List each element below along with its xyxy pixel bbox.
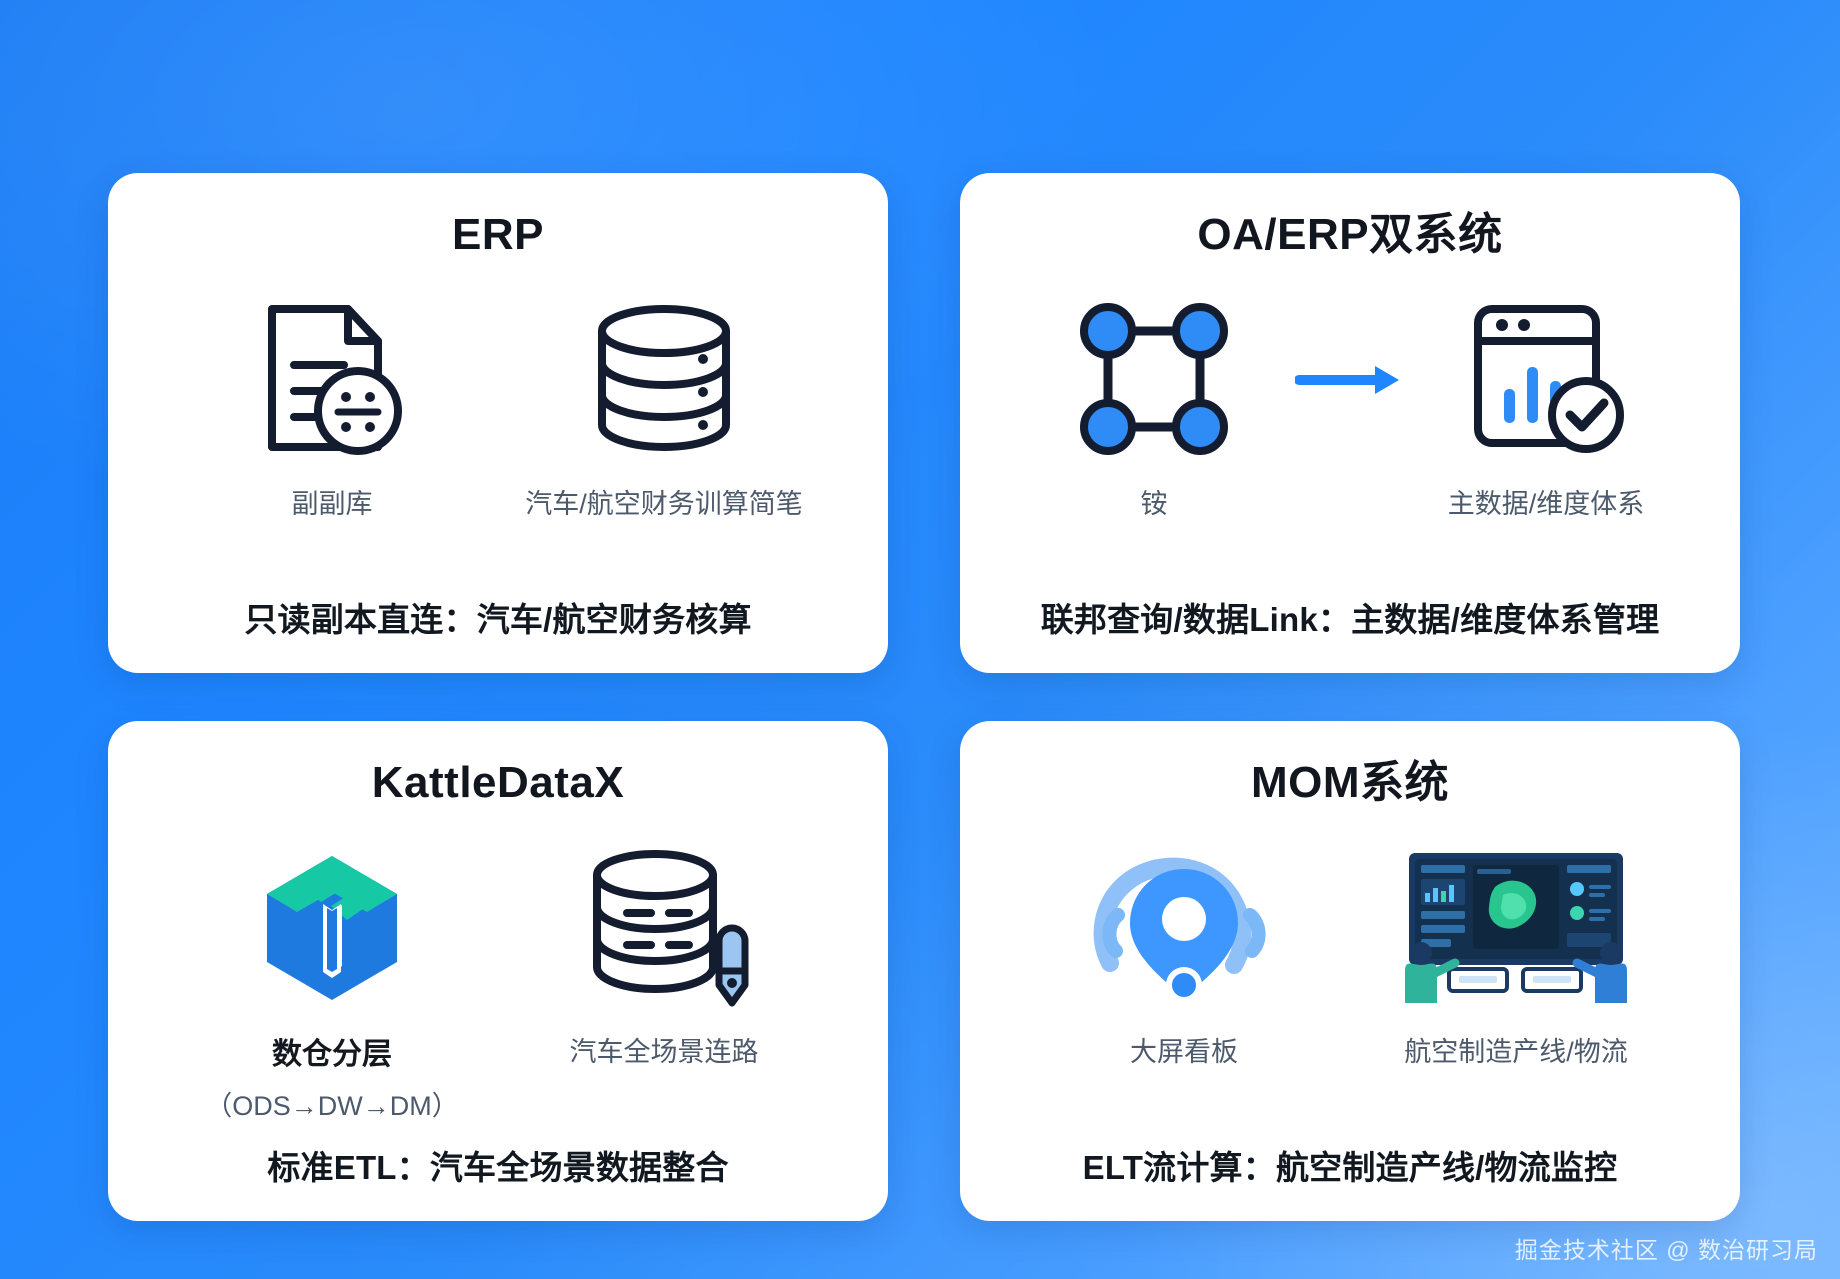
document-calculator-icon xyxy=(252,297,412,462)
card-title: MOM系统 xyxy=(1250,758,1450,807)
database-link-icon xyxy=(577,845,752,1010)
icon-label: 汽车全场景连路 xyxy=(569,1037,759,1068)
icon-cell-layered-warehouse[interactable]: 数仓分层 （ODS→DW→DM） xyxy=(172,845,492,1123)
card-title: KattleDataX xyxy=(371,758,625,807)
icon-cell-control-room-display[interactable]: 航空制造产线/物流 xyxy=(1356,845,1676,1070)
card-kattledatax[interactable]: KattleDataX xyxy=(108,721,888,1221)
card-mom[interactable]: MOM系统 大屏看板 xyxy=(960,721,1740,1221)
card-title: ERP xyxy=(452,210,544,259)
watermark: 掘金技术社区 @ 数治研习局 xyxy=(1514,1237,1818,1263)
icon-sublabel: （ODS→DW→DM） xyxy=(205,1090,459,1121)
icon-label: 大屏看板 xyxy=(1130,1037,1238,1068)
card-caption: ELT流计算：航空制造产线/物流监控 xyxy=(1082,1149,1618,1186)
icon-label: 数仓分层 xyxy=(272,1038,392,1072)
icon-row: 数仓分层 （ODS→DW→DM） xyxy=(132,845,864,1141)
icon-label: 航空制造产线/物流 xyxy=(1404,1037,1628,1068)
icon-cell-document-calculator[interactable]: 副副库 xyxy=(172,297,492,522)
icon-row: 铵 xyxy=(984,297,1716,593)
icon-cell-database-stack[interactable]: 汽车/航空财务训算简笔 xyxy=(504,297,824,522)
card-caption: 只读副本直连：汽车/航空财务核算 xyxy=(244,601,752,638)
dashboard-check-icon xyxy=(1464,297,1629,462)
card-title: OA/ERP双系统 xyxy=(1197,210,1503,259)
location-pin-screen-icon xyxy=(1092,845,1277,1010)
icon-cell-database-link[interactable]: 汽车全场景连路 xyxy=(504,845,824,1070)
icon-cell-node-network[interactable]: 铵 xyxy=(1018,297,1290,522)
icon-row: 副副库 xyxy=(132,297,864,593)
node-network-icon xyxy=(1074,297,1234,462)
database-stack-icon xyxy=(579,297,749,462)
control-room-display-icon xyxy=(1391,845,1641,1010)
card-caption: 联邦查询/数据Link：主数据/维度体系管理 xyxy=(1040,601,1660,638)
icon-label: 副副库 xyxy=(291,489,373,520)
card-grid: ERP xyxy=(108,173,1740,1221)
card-erp[interactable]: ERP xyxy=(108,173,888,673)
card-caption: 标准ETL：汽车全场景数据整合 xyxy=(267,1149,729,1186)
icon-label: 主数据/维度体系 xyxy=(1447,489,1645,520)
arrow-right-icon xyxy=(1290,297,1410,462)
icon-row: 大屏看板 xyxy=(984,845,1716,1141)
icon-label: 汽车/航空财务训算简笔 xyxy=(525,489,803,520)
card-oa-erp[interactable]: OA/ERP双系统 xyxy=(960,173,1740,673)
icon-cell-dashboard-check[interactable]: 主数据/维度体系 xyxy=(1410,297,1682,522)
icon-label: 铵 xyxy=(1140,489,1168,520)
layered-warehouse-icon xyxy=(257,845,407,1010)
icon-cell-location-pin-screen[interactable]: 大屏看板 xyxy=(1024,845,1344,1070)
